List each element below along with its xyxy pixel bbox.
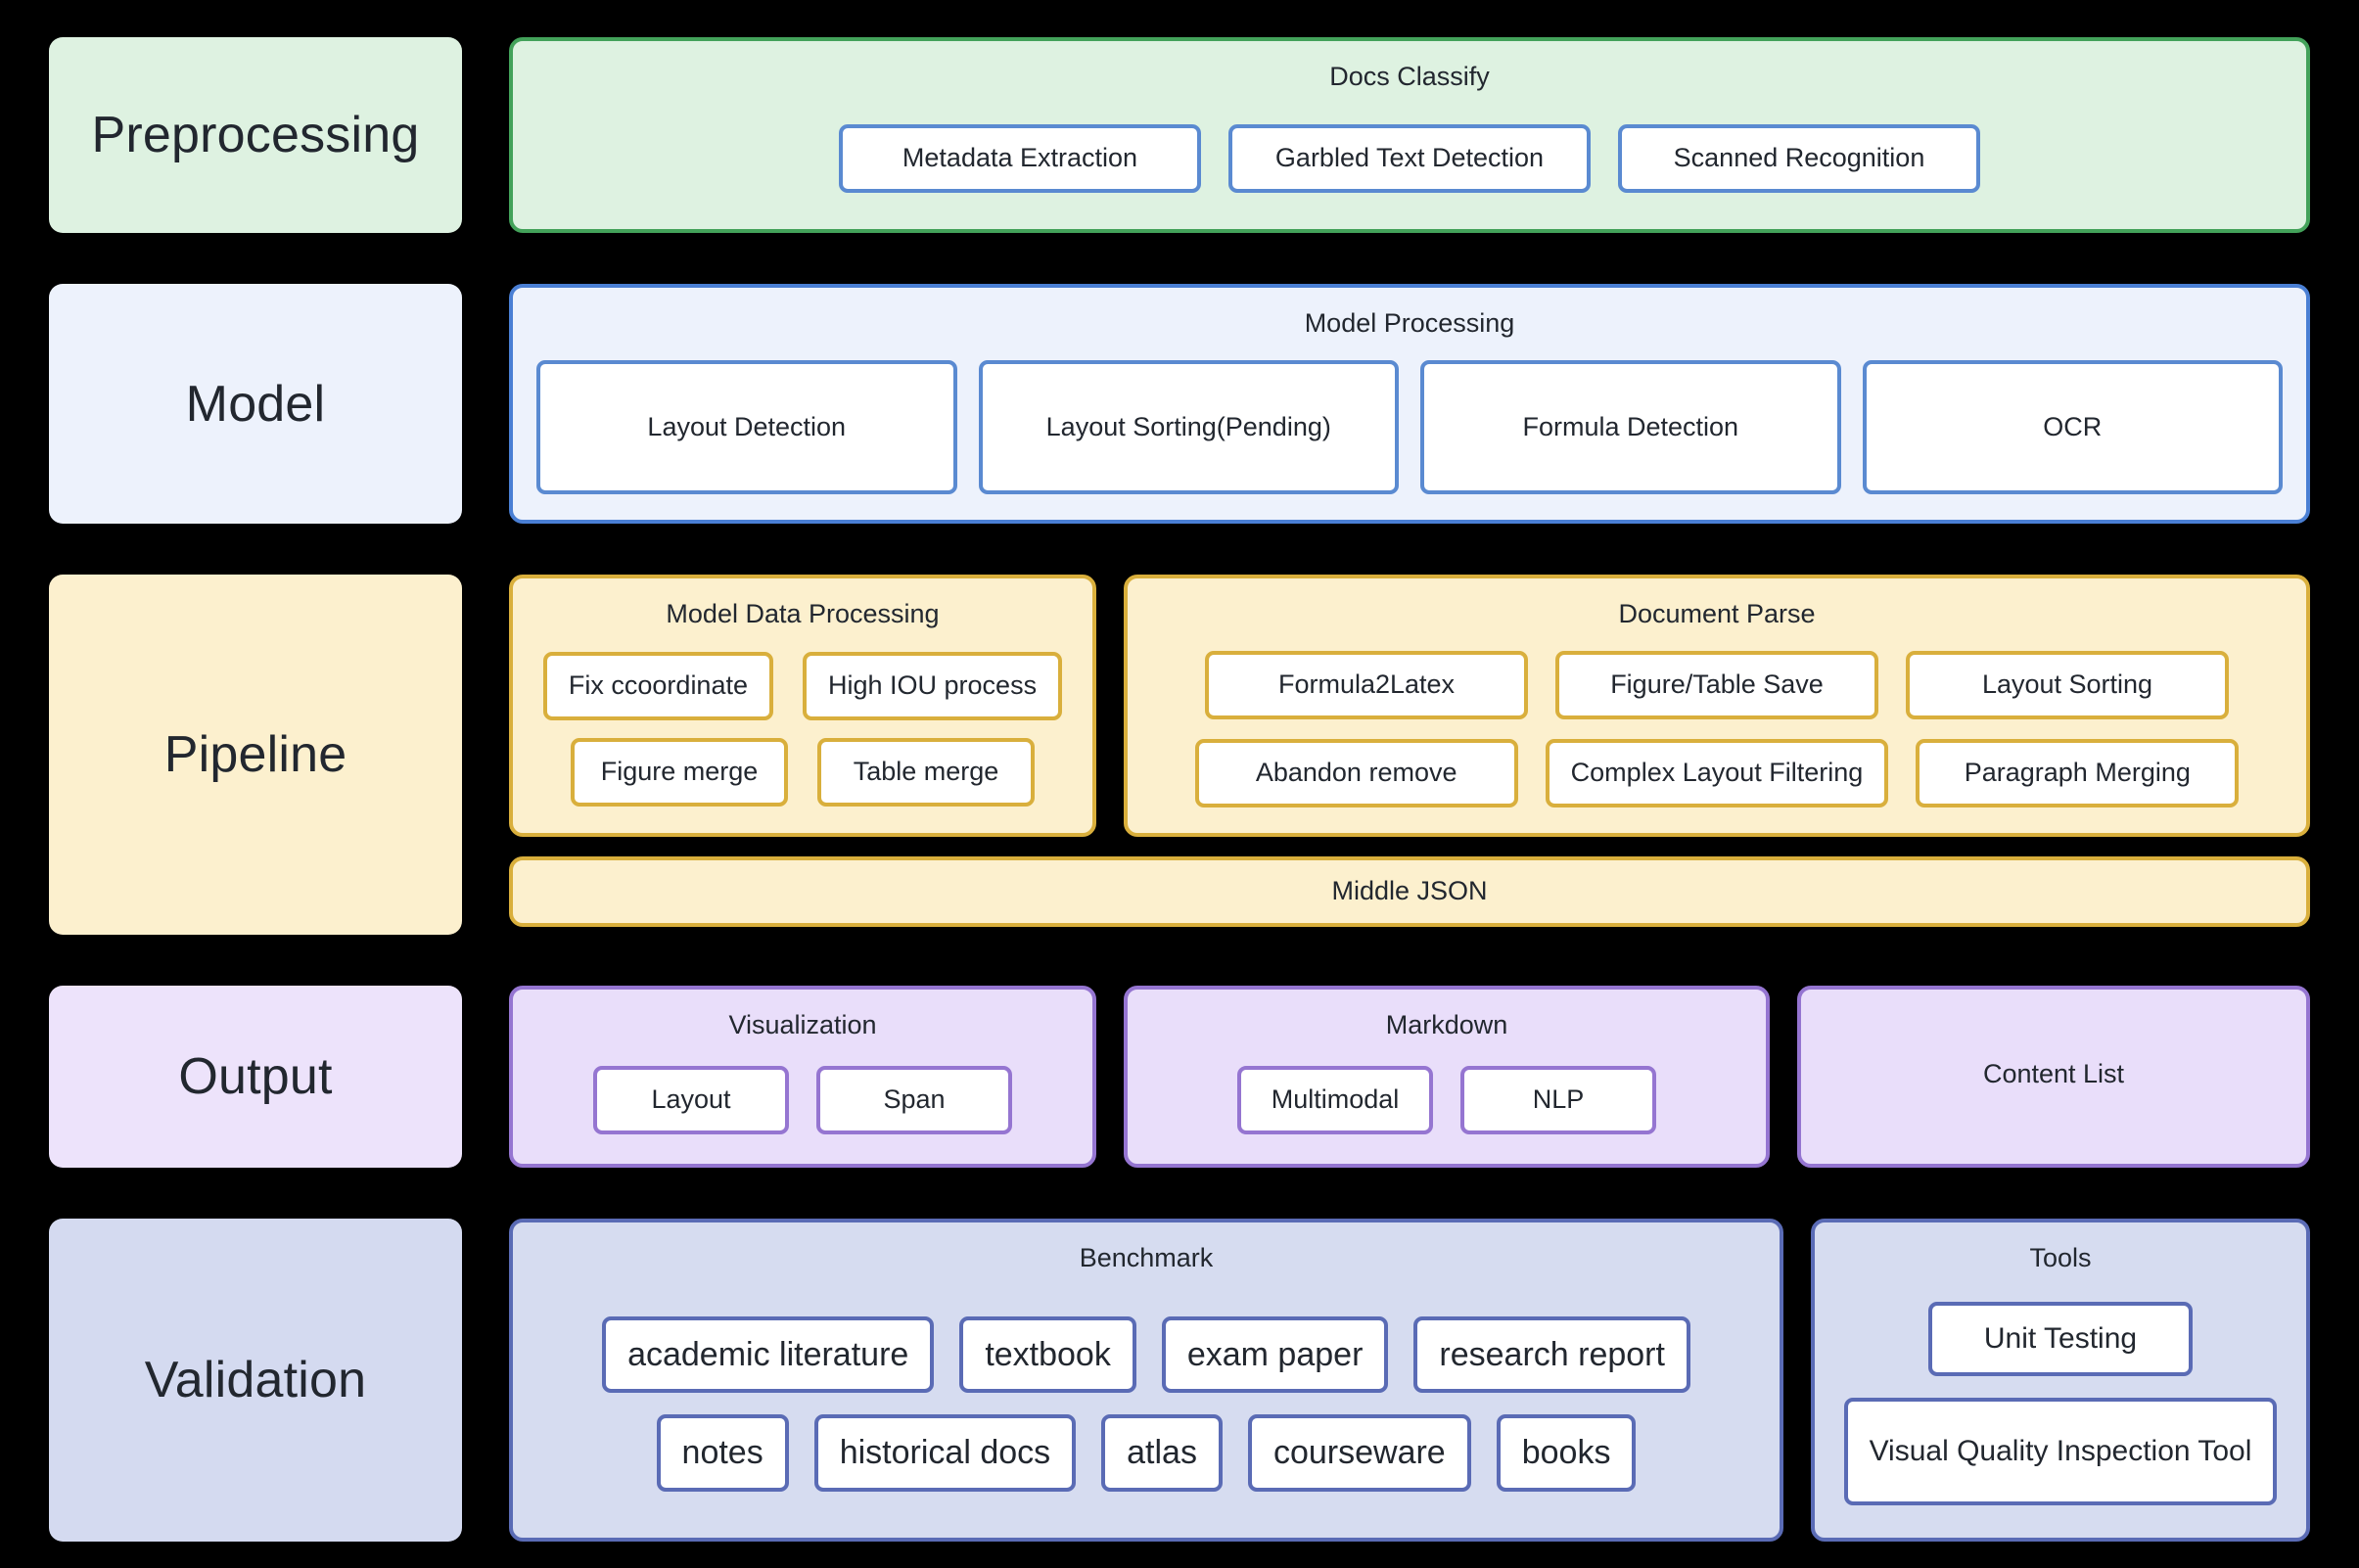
node-research-report[interactable]: research report	[1413, 1315, 1690, 1394]
stage-row-output: Output Visualization Layout Span Markdow…	[49, 986, 2310, 1168]
group-body-visualization: Layout Span	[536, 1062, 1069, 1138]
group-title-visualization: Visualization	[728, 1010, 877, 1039]
node-figure-merge[interactable]: Figure merge	[571, 738, 788, 807]
node-visual-quality-inspection-tool[interactable]: Visual Quality Inspection Tool	[1843, 1398, 2278, 1506]
node-formula-detection[interactable]: Formula Detection	[1420, 360, 1841, 494]
node-garbled-text-detection[interactable]: Garbled Text Detection	[1228, 124, 1591, 194]
group-title-content-list: Content List	[1982, 1058, 2125, 1088]
group-docs-classify: Docs Classify Metadata Extraction Garble…	[509, 37, 2310, 233]
node-historical-docs[interactable]: historical docs	[813, 1414, 1077, 1492]
node-fix-ccoordinate[interactable]: Fix ccoordinate	[542, 652, 773, 721]
node-courseware[interactable]: courseware	[1247, 1414, 1471, 1492]
group-visualization: Visualization Layout Span	[509, 986, 1096, 1168]
stage-row-validation: Validation Benchmark academic literature…	[49, 1219, 2310, 1542]
group-title-model-processing: Model Processing	[1304, 308, 1515, 338]
stage-content-model: Model Processing Layout Detection Layout…	[509, 284, 2310, 524]
stage-content-output: Visualization Layout Span Markdown Multi…	[509, 986, 2310, 1168]
group-tools: Tools Unit Testing Visual Quality Inspec…	[1811, 1219, 2310, 1542]
stage-label-preprocessing: Preprocessing	[49, 37, 462, 233]
group-model-processing: Model Processing Layout Detection Layout…	[509, 284, 2310, 524]
node-layout-sorting[interactable]: Layout Sorting	[1906, 651, 2229, 720]
node-layout-detection[interactable]: Layout Detection	[536, 360, 957, 494]
node-layout[interactable]: Layout	[593, 1066, 789, 1135]
stage-row-pipeline: Pipeline Model Data Processing Fix ccoor…	[49, 575, 2310, 935]
node-paragraph-merging[interactable]: Paragraph Merging	[1916, 739, 2240, 807]
node-figure-table-save[interactable]: Figure/Table Save	[1555, 651, 1878, 720]
group-body-model-data-processing: Fix ccoordinate High IOU process Figure …	[536, 651, 1069, 807]
node-scanned-recognition[interactable]: Scanned Recognition	[1618, 124, 1980, 194]
node-span[interactable]: Span	[816, 1066, 1012, 1135]
group-title-docs-classify: Docs Classify	[1329, 62, 1490, 91]
node-high-iou-process[interactable]: High IOU process	[803, 652, 1063, 721]
group-model-data-processing: Model Data Processing Fix ccoordinate Hi…	[509, 575, 1096, 837]
node-formula2latex[interactable]: Formula2Latex	[1205, 651, 1528, 720]
node-exam-paper[interactable]: exam paper	[1161, 1315, 1389, 1394]
node-nlp[interactable]: NLP	[1460, 1066, 1656, 1135]
stage-label-output: Output	[49, 986, 462, 1168]
group-title-document-parse: Document Parse	[1618, 599, 1816, 628]
node-metadata-extraction[interactable]: Metadata Extraction	[839, 124, 1201, 194]
group-body-docs-classify: Metadata Extraction Garbled Text Detecti…	[536, 114, 2283, 204]
group-body-benchmark: academic literature textbook exam paper …	[536, 1295, 1756, 1512]
stage-row-model: Model Model Processing Layout Detection …	[49, 284, 2310, 524]
group-markdown: Markdown Multimodal NLP	[1124, 986, 1770, 1168]
group-title-benchmark: Benchmark	[1079, 1243, 1214, 1272]
group-body-model-processing: Layout Detection Layout Sorting(Pending)…	[536, 360, 2283, 494]
group-content-list[interactable]: Content List	[1797, 986, 2310, 1168]
node-table-merge[interactable]: Table merge	[817, 738, 1035, 807]
node-complex-layout-filtering[interactable]: Complex Layout Filtering	[1545, 739, 1889, 807]
stage-label-validation: Validation	[49, 1219, 462, 1542]
stage-label-model: Model	[49, 284, 462, 524]
stage-row-preprocessing: Preprocessing Docs Classify Metadata Ext…	[49, 37, 2310, 233]
stage-label-pipeline: Pipeline	[49, 575, 462, 935]
stage-content-validation: Benchmark academic literature textbook e…	[509, 1219, 2310, 1542]
group-title-markdown: Markdown	[1385, 1010, 1508, 1039]
node-textbook[interactable]: textbook	[959, 1315, 1136, 1394]
node-middle-json[interactable]: Middle JSON	[509, 855, 2310, 927]
group-body-tools: Unit Testing Visual Quality Inspection T…	[1838, 1295, 2283, 1512]
node-atlas[interactable]: atlas	[1101, 1414, 1223, 1492]
stage-content-pipeline: Model Data Processing Fix ccoordinate Hi…	[509, 575, 2310, 935]
stage-content-preprocessing: Docs Classify Metadata Extraction Garble…	[509, 37, 2310, 233]
node-unit-testing[interactable]: Unit Testing	[1928, 1302, 2193, 1377]
node-ocr[interactable]: OCR	[1862, 360, 2283, 494]
group-benchmark: Benchmark academic literature textbook e…	[509, 1219, 1783, 1542]
node-layout-sorting-pending[interactable]: Layout Sorting(Pending)	[978, 360, 1399, 494]
group-body-markdown: Multimodal NLP	[1151, 1062, 1742, 1138]
pipeline-groups-row: Model Data Processing Fix ccoordinate Hi…	[509, 575, 2310, 837]
node-academic-literature[interactable]: academic literature	[602, 1315, 935, 1394]
group-document-parse: Document Parse Formula2Latex Figure/Tabl…	[1124, 575, 2310, 837]
group-title-model-data-processing: Model Data Processing	[666, 599, 940, 628]
node-books[interactable]: books	[1496, 1414, 1637, 1492]
node-notes[interactable]: notes	[656, 1414, 789, 1492]
node-multimodal[interactable]: Multimodal	[1237, 1066, 1433, 1135]
node-abandon-remove[interactable]: Abandon remove	[1194, 739, 1518, 807]
group-title-tools: Tools	[2029, 1243, 2092, 1272]
group-body-document-parse: Formula2Latex Figure/Table Save Layout S…	[1151, 651, 2283, 807]
